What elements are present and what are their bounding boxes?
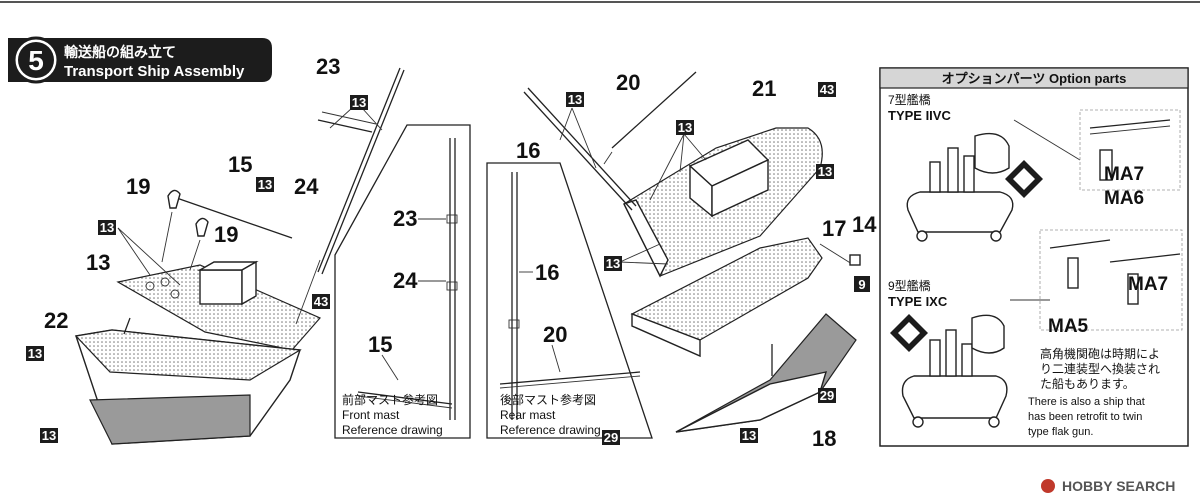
type9-jp: 9型艦橋 bbox=[888, 279, 931, 293]
stern-hull-assembly: 17 14 18 bbox=[630, 212, 877, 451]
svg-text:29: 29 bbox=[604, 430, 618, 445]
part-label: 23 bbox=[393, 206, 417, 231]
paint-chip: 43 bbox=[818, 82, 836, 97]
part-label: 13 bbox=[86, 250, 110, 275]
svg-text:13: 13 bbox=[28, 346, 42, 361]
paint-chip: 43 bbox=[312, 294, 330, 309]
svg-text:13: 13 bbox=[100, 220, 114, 235]
part-label: 14 bbox=[852, 212, 877, 237]
ma7-label: MA7 bbox=[1104, 164, 1144, 185]
option-title: オプションパーツ Option parts bbox=[942, 71, 1127, 86]
svg-text:13: 13 bbox=[678, 120, 692, 135]
part-label: 22 bbox=[44, 308, 68, 333]
svg-text:43: 43 bbox=[820, 82, 834, 97]
part-label: 15 bbox=[368, 332, 392, 357]
part-label: 16 bbox=[535, 260, 559, 285]
part-label: 19 bbox=[126, 174, 150, 199]
paint-chip: 9 bbox=[854, 276, 870, 292]
paint-chip: 13 bbox=[26, 346, 44, 361]
note-en-2: has been retrofit to twin bbox=[1028, 411, 1142, 423]
svg-text:13: 13 bbox=[42, 428, 56, 443]
svg-text:13: 13 bbox=[742, 428, 756, 443]
paint-chip: 13 bbox=[604, 256, 622, 271]
svg-text:13: 13 bbox=[258, 177, 272, 192]
part-label: 20 bbox=[543, 322, 567, 347]
rear-mast-reference: 16 20 後部マスト参考図 Rear mast Reference drawi… bbox=[486, 162, 653, 439]
paint-chips: 13 13 13 13 13 43 13 13 43 13 13 9 29 13… bbox=[26, 82, 870, 445]
ma6-label: MA6 bbox=[1104, 188, 1144, 209]
front-mast-en1: Front mast bbox=[342, 408, 400, 422]
watermark: HOBBY SEARCH bbox=[1041, 478, 1175, 494]
type7-en: TYPE IIVC bbox=[888, 108, 951, 123]
paint-chip: 13 bbox=[256, 177, 274, 192]
part-label: 20 bbox=[616, 70, 640, 95]
note-jp-2: り二連装型へ換装され bbox=[1040, 362, 1160, 376]
step-number: 5 bbox=[28, 45, 44, 76]
paint-chip: 13 bbox=[816, 164, 834, 179]
paint-chip: 29 bbox=[602, 430, 620, 445]
type7-jp: 7型艦橋 bbox=[888, 93, 931, 107]
bow-assembly: 23 15 24 19 19 13 22 bbox=[44, 54, 405, 445]
svg-text:43: 43 bbox=[314, 294, 328, 309]
paint-chip: 13 bbox=[350, 95, 368, 110]
stern-assembly: 20 21 16 bbox=[516, 70, 823, 278]
rear-mast-en1: Rear mast bbox=[500, 408, 556, 422]
note-en-3: type flak gun. bbox=[1028, 426, 1093, 438]
watermark-text: HOBBY SEARCH bbox=[1062, 478, 1175, 494]
type9-en: TYPE IXC bbox=[888, 294, 948, 309]
paint-chip: 13 bbox=[676, 120, 694, 135]
note-jp-1: 高角機関砲は時期によ bbox=[1040, 346, 1160, 361]
part-label: 23 bbox=[316, 54, 340, 79]
paint-chip: 13 bbox=[98, 220, 116, 235]
title-jp: 輸送船の組み立て bbox=[64, 44, 176, 60]
ma5-label: MA5 bbox=[1048, 316, 1089, 337]
svg-text:13: 13 bbox=[818, 164, 832, 179]
part-label: 19 bbox=[214, 222, 238, 247]
svg-text:13: 13 bbox=[352, 95, 366, 110]
part-label: 17 bbox=[822, 216, 846, 241]
front-mast-jp: 前部マスト参考図 bbox=[342, 392, 438, 407]
paint-chip: 13 bbox=[40, 428, 58, 443]
part-label: 21 bbox=[752, 76, 776, 101]
svg-text:13: 13 bbox=[568, 92, 582, 107]
note-jp-3: た船もあります。 bbox=[1040, 377, 1135, 391]
note-en-1: There is also a ship that bbox=[1028, 396, 1145, 408]
step-header: 5 輸送船の組み立て Transport Ship Assembly bbox=[8, 36, 272, 84]
part-label: 18 bbox=[812, 426, 836, 451]
ma7-label-2: MA7 bbox=[1128, 274, 1168, 295]
paint-chip: 13 bbox=[566, 92, 584, 107]
part-label: 16 bbox=[516, 138, 540, 163]
svg-text:9: 9 bbox=[858, 277, 865, 292]
paint-chip: 13 bbox=[740, 428, 758, 443]
svg-text:29: 29 bbox=[820, 388, 834, 403]
rear-mast-jp: 後部マスト参考図 bbox=[500, 392, 596, 407]
svg-text:13: 13 bbox=[606, 256, 620, 271]
paint-chip: 29 bbox=[818, 388, 836, 403]
rear-mast-en2: Reference drawing bbox=[500, 423, 601, 437]
front-mast-en2: Reference drawing bbox=[342, 423, 443, 437]
part-label: 24 bbox=[294, 174, 319, 199]
title-en: Transport Ship Assembly bbox=[64, 63, 245, 80]
part-label: 24 bbox=[393, 268, 418, 293]
front-mast-reference: 23 24 15 前部マスト参考図 Front mast Reference d… bbox=[334, 124, 471, 439]
option-parts-panel: オプションパーツ Option parts 7型艦橋 TYPE IIVC MA7… bbox=[879, 67, 1189, 447]
part-label: 15 bbox=[228, 152, 252, 177]
